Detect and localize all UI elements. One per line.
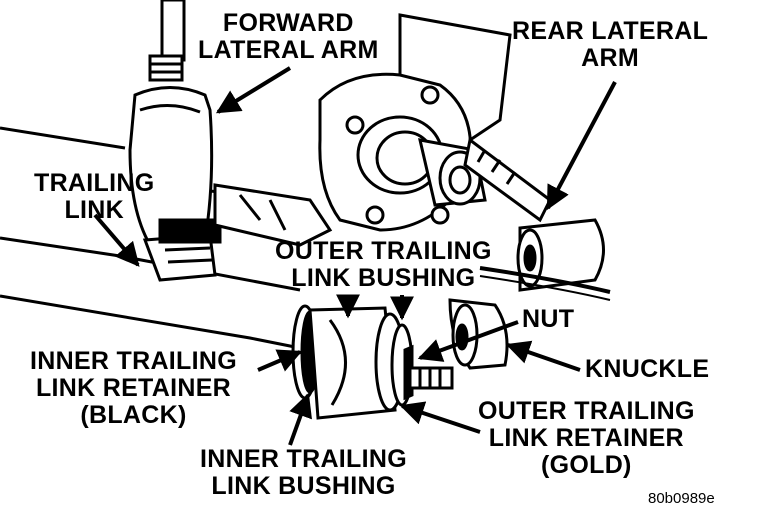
label-inner-trailing-link-retainer: INNER TRAILING LINK RETAINER (BLACK) — [30, 347, 237, 429]
knuckle-hub — [318, 13, 512, 232]
outer-bushing-retainer — [374, 312, 454, 412]
label-outer-trailing-link-retainer: OUTER TRAILING LINK RETAINER (GOLD) — [478, 397, 695, 479]
label-forward-lateral-arm: FORWARD LATERAL ARM — [198, 9, 379, 64]
knuckle-lower — [448, 298, 509, 370]
brake-cable — [479, 266, 611, 294]
leader-lines — [93, 66, 617, 446]
label-outer-trailing-link-bushing: OUTER TRAILING LINK BUSHING — [275, 237, 492, 292]
figure-code: 80b0989e — [648, 490, 715, 507]
rear-lateral-arm — [463, 137, 605, 292]
trailing-link-body — [213, 183, 333, 247]
label-nut: NUT — [522, 305, 575, 333]
inner-bushing — [308, 306, 397, 420]
upper-rod — [148, 0, 186, 82]
label-knuckle: KNUCKLE — [585, 355, 710, 383]
label-trailing-link: TRAILING LINK — [34, 169, 155, 224]
label-inner-trailing-link-bushing: INNER TRAILING LINK BUSHING — [200, 445, 407, 500]
forward-lateral-arm — [128, 86, 222, 282]
label-rear-lateral-arm: REAR LATERAL ARM — [512, 17, 709, 72]
